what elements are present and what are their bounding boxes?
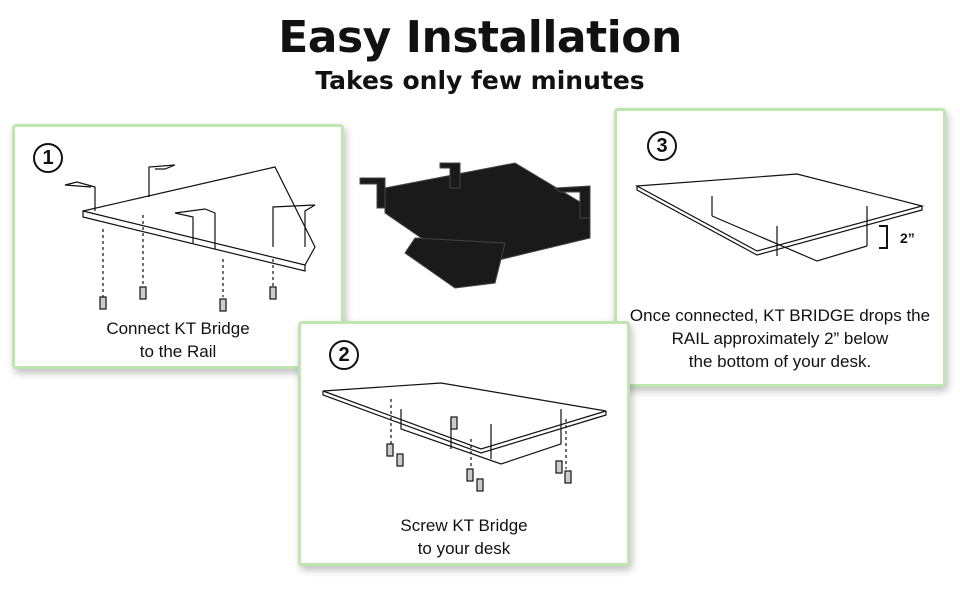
desk-bracket-illustration (634, 173, 925, 262)
step-2-card: 2 Screw KT Bridge to your desk (298, 321, 630, 566)
caption-line: to your desk (417, 539, 511, 558)
caption-line: Once connected, KT BRIDGE drops the (629, 306, 931, 325)
step-2-caption: Screw KT Bridge to your desk (301, 514, 627, 560)
caption-line: the bottom of your desk. (688, 352, 872, 371)
step-3-caption: Once connected, KT BRIDGE drops the RAIL… (617, 304, 943, 373)
caption-line: Connect KT Bridge (106, 319, 250, 338)
step-1-caption: Connect KT Bridge to the Rail (15, 317, 341, 363)
desk-screws-illustration (322, 382, 607, 492)
step-1-card: 1 Connect KT Bridge to the Rail (12, 124, 344, 369)
page-subtitle: Takes only few minutes (315, 66, 645, 95)
caption-line: RAIL approximately 2” below (671, 329, 889, 348)
caption-line: to the Rail (139, 342, 217, 361)
dimension-label: 2” (900, 230, 915, 246)
caption-line: Screw KT Bridge (400, 516, 528, 535)
step-number-1: 1 (33, 143, 63, 173)
step-3-card: 3 2” Once connected, KT BRIDGE drops the… (614, 108, 946, 387)
step-number-3: 3 (647, 131, 677, 161)
step-number-2: 2 (329, 340, 359, 370)
page-title: Easy Installation (278, 12, 682, 63)
bracket-screws-illustration (64, 164, 316, 312)
kt-bridge-product-photo (359, 162, 591, 289)
